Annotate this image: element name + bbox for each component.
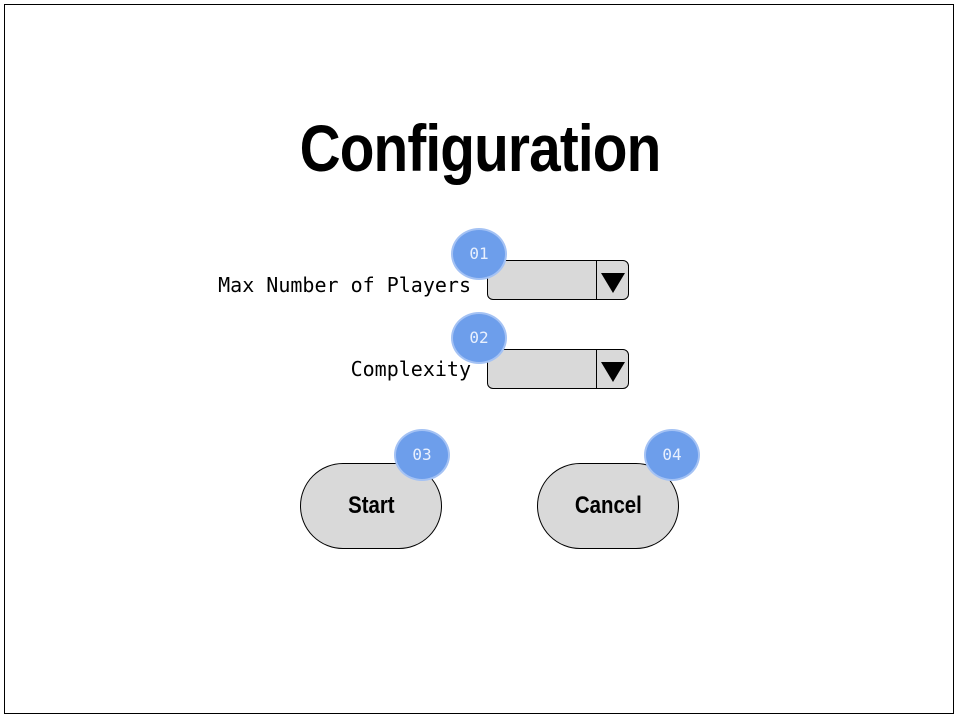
page-title: Configuration [299, 111, 662, 185]
complexity-dropdown[interactable] [487, 349, 629, 389]
complexity-label: Complexity [350, 357, 471, 381]
dropdown-divider [596, 261, 597, 299]
annotation-badge-02: 02 [451, 312, 507, 364]
annotation-badge-01: 01 [451, 228, 507, 280]
triangle-down-icon[interactable] [601, 273, 625, 293]
max-players-dropdown[interactable] [487, 260, 629, 300]
dropdown-divider [596, 350, 597, 388]
cancel-button-label: Cancel [574, 492, 642, 519]
max-players-label: Max Number of Players [218, 273, 471, 297]
annotation-badge-03: 03 [394, 429, 450, 481]
annotation-badge-04: 04 [644, 429, 700, 481]
triangle-down-icon[interactable] [601, 362, 625, 382]
cancel-button[interactable]: Cancel [537, 463, 679, 549]
start-button-label: Start [347, 492, 395, 519]
